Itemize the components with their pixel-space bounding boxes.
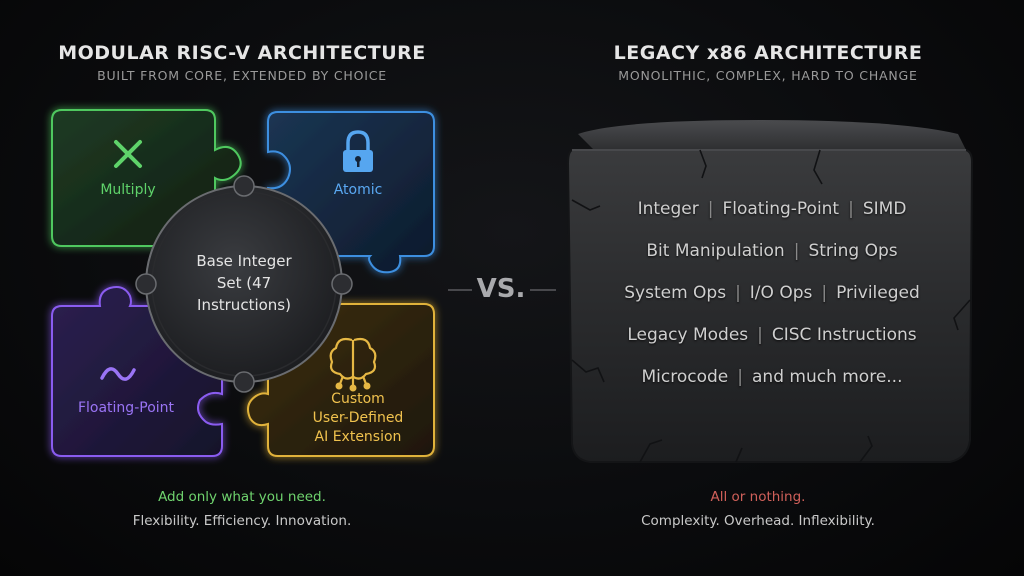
block-row-2: Bit Manipulation | String Ops <box>572 241 972 261</box>
block-text: Integer | Floating-Point | SIMD Bit Manipula… <box>572 150 972 460</box>
block-item: System Ops <box>624 283 727 303</box>
custom-label-line3: AI Extension <box>314 429 402 445</box>
separator: | <box>707 199 714 219</box>
custom-label: Custom User-Defined AI Extension <box>296 390 420 447</box>
core-label-line2: Set (47 <box>216 274 272 292</box>
separator: | <box>793 241 800 261</box>
wave-icon <box>100 367 136 381</box>
block-row-5: Microcode | and much more... <box>572 367 972 387</box>
block-item: I/O Ops <box>749 283 813 303</box>
separator: | <box>821 283 828 303</box>
vs-label: VS. <box>476 274 526 304</box>
block-item: Bit Manipulation <box>646 241 785 261</box>
core-hub <box>135 175 353 393</box>
atomic-label: Atomic <box>333 182 383 198</box>
floating-point-label: Floating-Point <box>77 400 175 416</box>
lock-icon <box>343 130 373 172</box>
left-subtitle: BUILT FROM CORE, EXTENDED BY CHOICE <box>97 68 387 83</box>
separator: | <box>848 199 854 219</box>
core-label-line3: Instructions) <box>197 296 291 314</box>
left-title: MODULAR RISC-V ARCHITECTURE <box>58 42 426 64</box>
custom-label-line1: Custom <box>331 391 385 407</box>
ai-brain-icon <box>329 337 377 392</box>
block-item: and much more... <box>752 367 903 387</box>
right-footer-drawbacks: Complexity. Overhead. Inflexibility. <box>641 513 875 529</box>
block-item: Floating-Point <box>722 199 840 219</box>
separator: | <box>735 283 741 303</box>
separator: | <box>757 325 763 345</box>
separator: | <box>737 367 743 387</box>
block-item: Legacy Modes <box>627 325 749 345</box>
block-item: SIMD <box>862 199 907 219</box>
block-item: Microcode <box>641 367 729 387</box>
block-row-3: System Ops | I/O Ops | Privileged <box>572 283 972 303</box>
block-item: Integer <box>637 199 699 219</box>
left-footer-tagline: Add only what you need. <box>158 489 326 505</box>
monolith-block <box>566 120 974 463</box>
core-label: Base Integer Set (47 Instructions) <box>174 250 314 316</box>
multiply-label: Multiply <box>100 182 156 198</box>
block-row-4: Legacy Modes | CISC Instructions <box>572 325 972 345</box>
block-item: CISC Instructions <box>771 325 917 345</box>
block-item: String Ops <box>808 241 898 261</box>
block-item: Privileged <box>836 283 920 303</box>
core-label-line1: Base Integer <box>196 252 292 270</box>
right-footer-tagline: All or nothing. <box>710 489 806 505</box>
right-title: LEGACY x86 ARCHITECTURE <box>613 42 923 64</box>
multiply-icon <box>114 140 142 168</box>
block-row-1: Integer | Floating-Point | SIMD <box>572 199 972 219</box>
custom-label-line2: User-Defined <box>312 410 404 426</box>
left-footer-benefits: Flexibility. Efficiency. Innovation. <box>132 513 352 529</box>
right-subtitle: MONOLITHIC, COMPLEX, HARD TO CHANGE <box>618 68 918 83</box>
